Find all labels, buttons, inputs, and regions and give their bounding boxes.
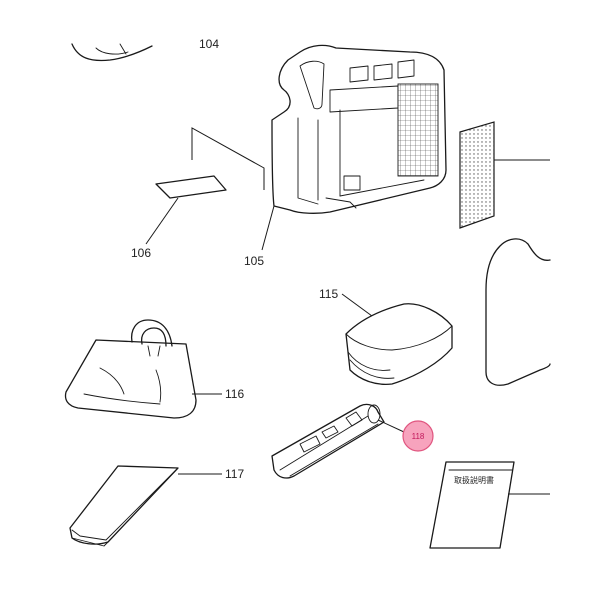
part-label-115: 115 — [319, 287, 338, 301]
part-115-drawing — [345, 303, 453, 386]
filter-panel-drawing — [459, 121, 495, 229]
manual-title: 取扱説明書 — [454, 475, 494, 485]
part-104-drawing — [71, 43, 153, 62]
part-label-104: 104 — [199, 37, 219, 51]
leader-118 — [377, 419, 405, 433]
part-117-drawing — [69, 465, 179, 547]
cover-drawing — [485, 238, 551, 386]
part-label-105: 105 — [244, 254, 264, 268]
part-118-drawing — [271, 403, 385, 479]
leader-105 — [261, 205, 275, 251]
part-118-highlight-callout[interactable]: 118 — [402, 420, 434, 452]
leader-105-bracket — [191, 127, 265, 190]
part-116-drawing — [64, 319, 197, 419]
part-105-drawing — [271, 44, 447, 214]
leader-115 — [341, 293, 373, 317]
part-label-116: 116 — [225, 387, 244, 401]
instruction-manual-drawing: 取扱説明書 — [429, 461, 515, 549]
part-label-106: 106 — [131, 246, 151, 260]
part-106-drawing — [155, 175, 227, 199]
part-label-117: 117 — [225, 467, 244, 481]
leader-106 — [145, 197, 179, 245]
highlight-circle[interactable] — [402, 420, 434, 452]
part-label-118[interactable]: 118 — [412, 432, 425, 441]
